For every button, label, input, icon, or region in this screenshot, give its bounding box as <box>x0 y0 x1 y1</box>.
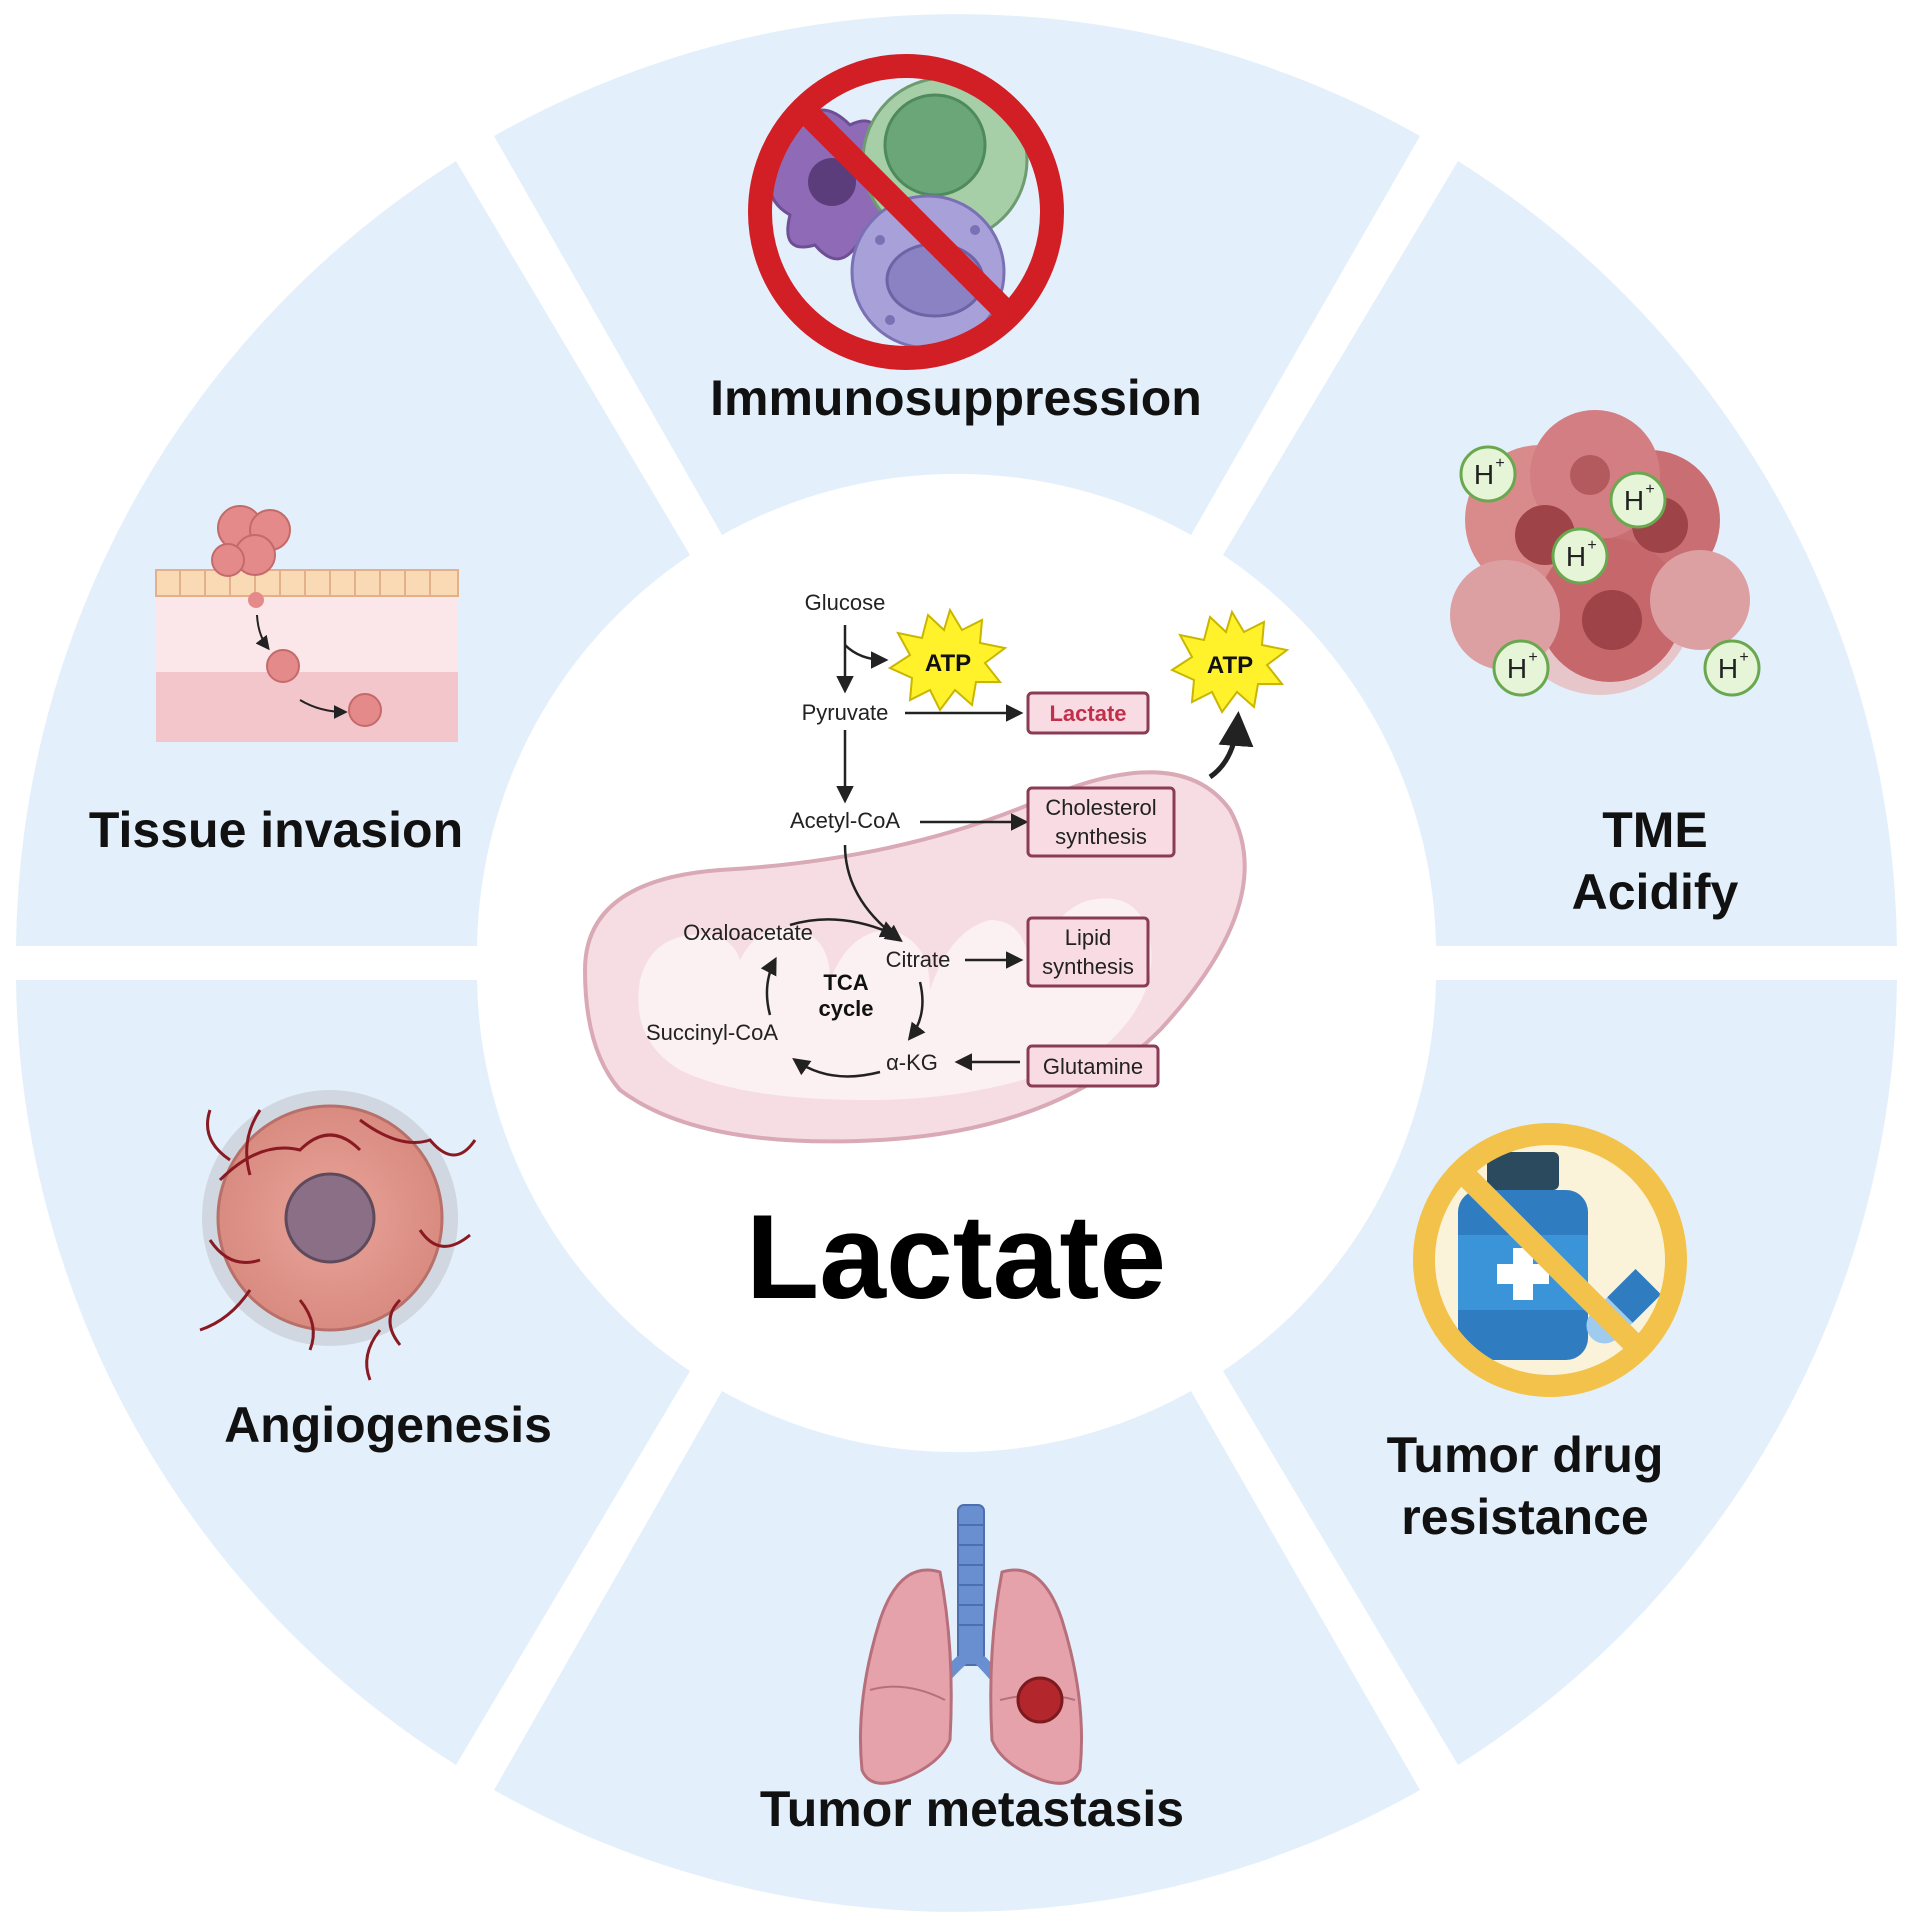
lipid-synthesis-box: Lipid synthesis <box>1026 916 1150 988</box>
segment-tissue-invasion <box>16 161 690 946</box>
lactate-box-label: Lactate <box>1049 701 1126 726</box>
atp-label-2: ATP <box>1207 652 1253 679</box>
label-drug-resistance-line1: Tumor drug <box>1387 1427 1664 1483</box>
cholesterol-box-line2: synthesis <box>1055 824 1147 849</box>
cholesterol-synthesis-box: Cholesterol synthesis <box>1026 786 1176 858</box>
proton-bubble: H + <box>1609 471 1667 529</box>
lipid-box-line2: synthesis <box>1042 954 1134 979</box>
atp-label-1: ATP <box>925 650 971 677</box>
lipid-box-line1: Lipid <box>1065 925 1111 950</box>
proton-charge: + <box>1587 537 1596 554</box>
cholesterol-box-line1: Cholesterol <box>1045 795 1156 820</box>
prohibited-drug-icon <box>1413 1123 1687 1397</box>
acetyl-coa-label: Acetyl-CoA <box>790 808 900 833</box>
proton-bubble: H + <box>1459 445 1517 503</box>
proton-label: H <box>1507 653 1527 684</box>
proton-charge: + <box>1645 481 1654 498</box>
lungs-with-tumor-icon <box>858 1504 1084 1785</box>
proton-bubble: H + <box>1703 639 1761 697</box>
label-immunosuppression: Immunosuppression <box>710 370 1202 426</box>
atp-burst-1: ATP <box>887 607 1008 712</box>
proton-label: H <box>1566 541 1586 572</box>
proton-label: H <box>1624 485 1644 516</box>
center-title: Lactate <box>746 1190 1166 1324</box>
prohibited-immune-cells-icon <box>748 54 1064 370</box>
proton-bubble: H + <box>1492 639 1550 697</box>
oxaloacetate-label: Oxaloacetate <box>683 920 813 945</box>
proton-charge: + <box>1495 455 1504 472</box>
proton-label: H <box>1474 459 1494 490</box>
atp-burst-2: ATP <box>1169 609 1290 714</box>
acidic-tumor-cells-icon: H + H + H + H + H + <box>1450 410 1761 697</box>
proton-charge: + <box>1739 649 1748 666</box>
citrate-label: Citrate <box>886 947 951 972</box>
glucose-label: Glucose <box>805 590 886 615</box>
proton-bubble: H + <box>1551 527 1609 585</box>
invading-cells-icon <box>155 505 459 742</box>
segment-angiogenesis <box>16 980 690 1765</box>
proton-label: H <box>1718 653 1738 684</box>
label-tumor-metastasis: Tumor metastasis <box>760 1781 1184 1837</box>
glutamine-box: Glutamine <box>1026 1044 1160 1088</box>
succinyl-coa-label: Succinyl-CoA <box>646 1020 778 1045</box>
tca-label-line2: cycle <box>818 996 873 1021</box>
lactate-box: Lactate <box>1026 691 1150 735</box>
glutamine-box-label: Glutamine <box>1043 1054 1143 1079</box>
proton-charge: + <box>1528 649 1537 666</box>
label-angiogenesis: Angiogenesis <box>224 1397 552 1453</box>
pathway-arrows <box>760 625 1254 1078</box>
label-tme-line1: TME <box>1602 802 1708 858</box>
tca-label-line1: TCA <box>823 970 868 995</box>
pyruvate-label: Pyruvate <box>802 700 889 725</box>
akg-label: α-KG <box>886 1050 938 1075</box>
vascularized-tumor-icon <box>199 1090 477 1381</box>
label-tissue-invasion: Tissue invasion <box>89 802 463 858</box>
label-tme-line2: Acidify <box>1572 864 1739 920</box>
label-drug-resistance-line2: resistance <box>1401 1489 1648 1545</box>
